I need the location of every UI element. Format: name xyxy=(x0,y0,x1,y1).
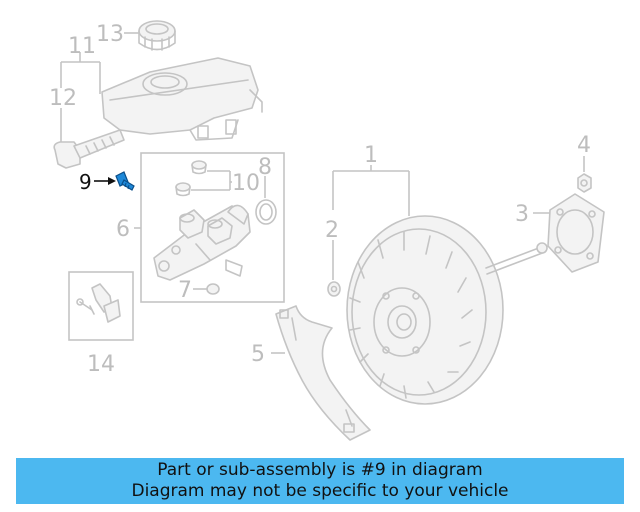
brake-sensor xyxy=(76,283,121,323)
callout-14: 14 xyxy=(87,352,115,377)
callout-12: 12 xyxy=(49,86,77,111)
brake-fluid-reservoir xyxy=(101,57,263,141)
booster-nut xyxy=(577,173,592,193)
grommets xyxy=(175,160,207,197)
callout-13: 13 xyxy=(96,22,124,47)
info-banner: Part or sub-assembly is #9 in diagram Di… xyxy=(16,458,624,504)
callout-5: 5 xyxy=(251,342,265,367)
heat-shield xyxy=(275,305,371,441)
reservoir-cap xyxy=(138,20,176,51)
callout-1: 1 xyxy=(364,143,378,168)
callout-4: 4 xyxy=(577,133,591,158)
o-ring xyxy=(255,199,277,225)
banner-line-2: Diagram may not be specific to your vehi… xyxy=(131,481,509,501)
brake-booster xyxy=(346,215,548,405)
banner-line-1: Part or sub-assembly is #9 in diagram xyxy=(157,460,483,480)
reservoir-connector xyxy=(53,129,125,169)
callout-9: 9 xyxy=(79,170,92,194)
callout-2: 2 xyxy=(325,218,339,243)
callout-10: 10 xyxy=(232,171,260,196)
booster-gasket xyxy=(547,193,605,273)
part-9-bolt[interactable] xyxy=(115,171,135,191)
callout-11: 11 xyxy=(68,34,96,59)
callout-8: 8 xyxy=(258,155,272,180)
callout-6: 6 xyxy=(116,217,130,242)
callout-3: 3 xyxy=(515,202,529,227)
sensor-box xyxy=(68,271,134,341)
bleeder-cap xyxy=(206,283,220,295)
callout-7: 7 xyxy=(178,278,192,303)
master-cylinder xyxy=(153,204,251,281)
nut xyxy=(327,281,341,297)
